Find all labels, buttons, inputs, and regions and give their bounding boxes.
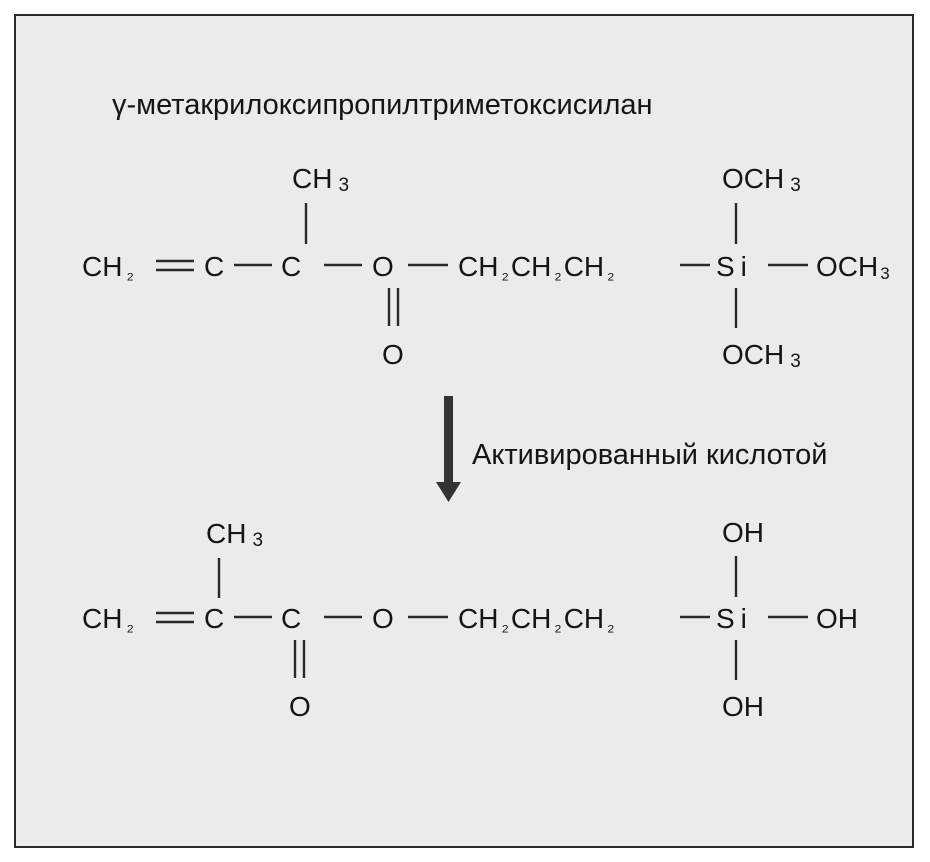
- bottom-si-right-oh: OH: [816, 603, 858, 634]
- bottom-si-top-oh: OH: [722, 517, 764, 548]
- arrow-shaft: [444, 396, 453, 484]
- reaction-arrow: Активированный кислотой: [436, 396, 827, 502]
- bottom-carbonyl-o: O: [289, 691, 311, 722]
- arrow-label: Активированный кислотой: [472, 439, 827, 471]
- bottom-silicon: Si: [716, 603, 753, 634]
- diagram-title: γ-метакрилоксипропилтриметоксисилан: [112, 89, 653, 121]
- bottom-ester-o: O: [372, 603, 394, 634]
- top-carbonyl-o: O: [382, 339, 404, 370]
- bottom-si-bottom-oh: OH: [722, 691, 764, 722]
- top-c-carbonyl: C: [281, 251, 301, 282]
- bottom-c-carbonyl: C: [281, 603, 301, 634]
- bottom-c-alpha: C: [204, 603, 224, 634]
- top-silicon: Si: [716, 251, 753, 282]
- top-ester-o: O: [372, 251, 394, 282]
- arrow-head: [436, 482, 461, 502]
- top-c-alpha: C: [204, 251, 224, 282]
